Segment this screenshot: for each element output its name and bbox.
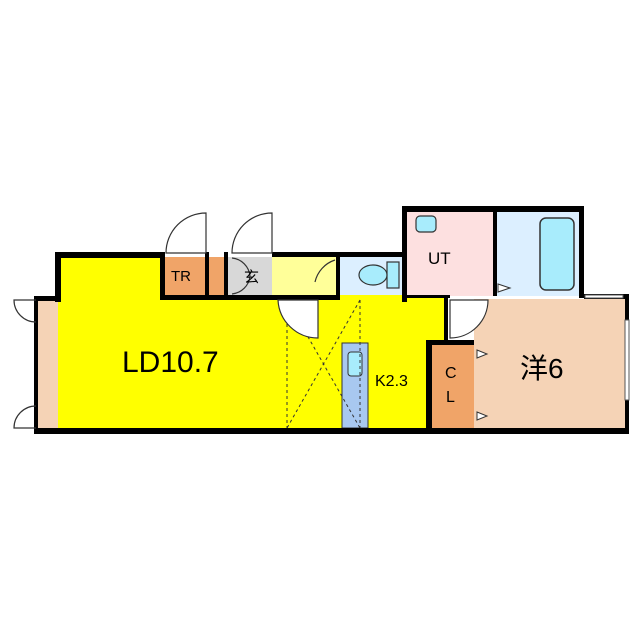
label-kitchen: K2.3 xyxy=(375,373,408,390)
label-utility: UT xyxy=(428,249,451,268)
label-closet-c: C xyxy=(445,365,457,382)
bathtub xyxy=(539,217,575,291)
label-western-room: 洋6 xyxy=(520,353,564,384)
washbasin xyxy=(415,215,437,233)
label-closet-l: L xyxy=(446,389,455,406)
toilet-bowl xyxy=(358,264,388,286)
kitchen-sink xyxy=(347,351,363,377)
windows xyxy=(584,294,630,401)
closet-door-marks xyxy=(476,283,512,421)
label-trunk-room: TR xyxy=(171,268,191,285)
label-ld: LD10.7 xyxy=(122,346,219,379)
storage-small xyxy=(209,257,224,297)
balcony-window-area xyxy=(38,300,58,428)
room-western xyxy=(474,299,625,430)
room-closet xyxy=(432,345,474,428)
door-swings xyxy=(13,212,489,429)
room-trunk xyxy=(164,257,206,297)
label-entrance: 玄 xyxy=(244,269,259,286)
toilet-tank xyxy=(386,261,400,289)
